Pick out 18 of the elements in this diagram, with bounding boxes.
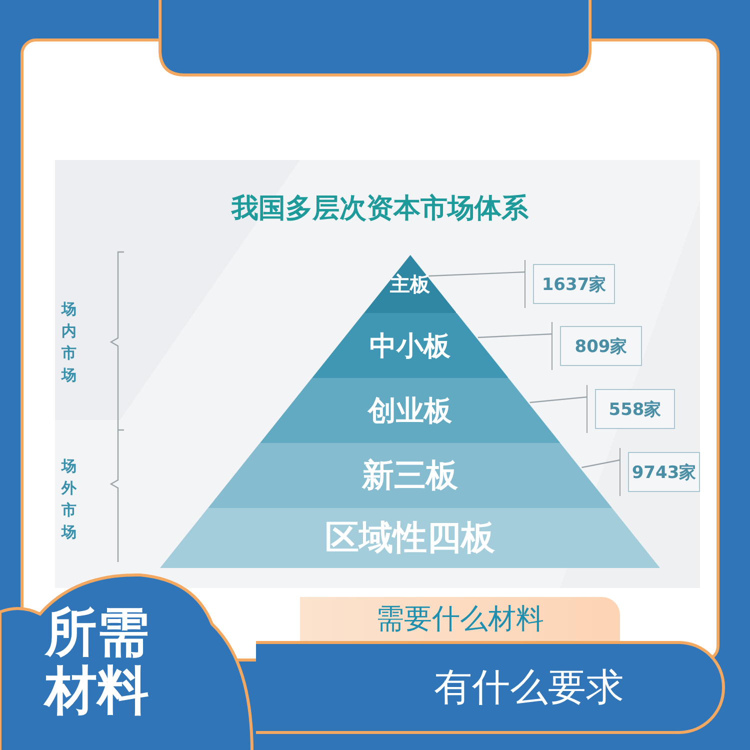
leader-line	[530, 396, 588, 404]
sub-banner: 需要什么材料	[300, 597, 620, 641]
count-box: 809家	[560, 326, 642, 366]
cloud-badge: 所需材料	[0, 572, 254, 750]
leader-line	[582, 459, 620, 468]
main-banner: 有什么要求	[256, 641, 725, 734]
pyramid-layer: 主板	[364, 255, 456, 313]
pyramid-layer: 中小板	[312, 313, 508, 378]
count-box: 558家	[595, 389, 675, 429]
pyramid-layer: 新三板	[208, 443, 612, 508]
title: 我国多层次资本市场体系	[230, 192, 530, 226]
side-label: 场内市场	[60, 299, 78, 386]
pyramid-layer: 创业板	[260, 378, 560, 443]
side-label: 场外市场	[60, 456, 78, 543]
leader-line	[428, 271, 526, 277]
count-box: 1637家	[533, 264, 615, 304]
count-box: 9743家	[628, 452, 700, 492]
leader-line	[478, 333, 552, 338]
